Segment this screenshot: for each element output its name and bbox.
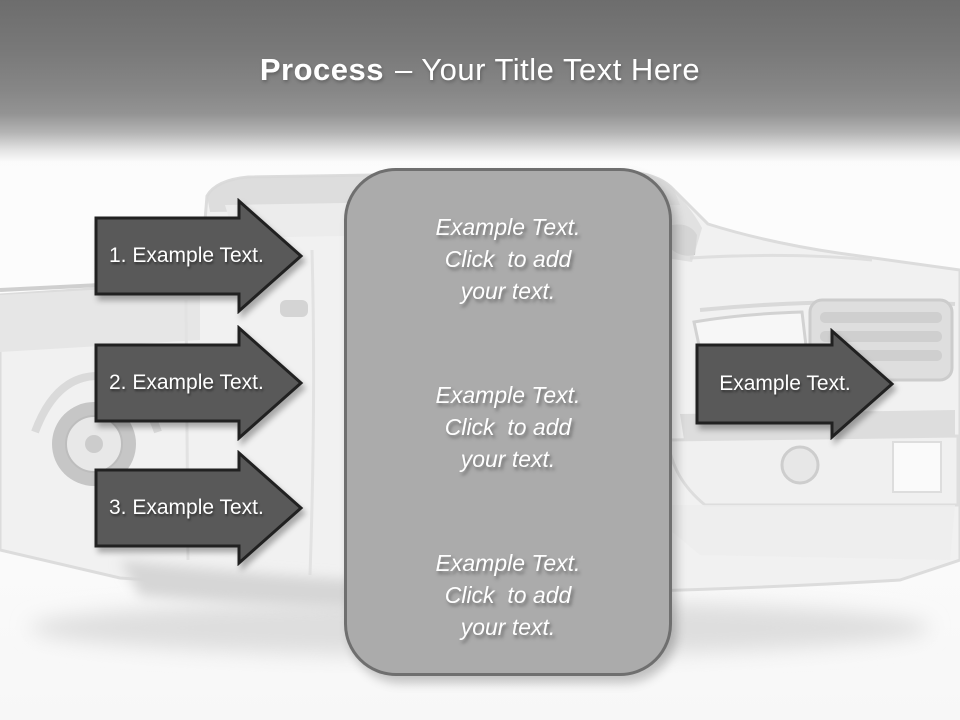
content-paragraph-3[interactable]: Example Text. Click to add your text. — [363, 547, 653, 643]
step-3-label: 3. Example Text. — [109, 496, 264, 519]
paragraph-line: Click to add — [444, 582, 572, 608]
content-paragraph-1[interactable]: Example Text. Click to add your text. — [363, 211, 653, 307]
paragraph-line: Click to add — [444, 414, 572, 440]
right-arrow-shape-icon — [94, 449, 304, 567]
step-2-label: 2. Example Text. — [109, 371, 264, 394]
step-1-label: 1. Example Text. — [109, 244, 264, 267]
paragraph-line: your text. — [460, 446, 556, 472]
process-output-arrow[interactable]: Example Text. — [695, 327, 895, 441]
paragraph-line: Example Text. — [435, 382, 581, 408]
page-title: Process – Your Title Text Here — [0, 52, 960, 88]
content-box[interactable]: Example Text. Click to add your text. Ex… — [344, 168, 672, 676]
right-arrow-shape-icon — [695, 327, 895, 441]
content-paragraph-2[interactable]: Example Text. Click to add your text. — [363, 379, 653, 475]
title-subtitle: – Your Title Text Here — [395, 52, 701, 87]
process-step-arrow-3[interactable]: 3. Example Text. — [94, 449, 304, 567]
output-arrow-label: Example Text. — [719, 372, 851, 395]
process-step-arrow-1[interactable]: 1. Example Text. — [94, 197, 304, 315]
paragraph-line: Example Text. — [435, 550, 581, 576]
right-arrow-shape-icon — [94, 197, 304, 315]
paragraph-line: Click to add — [444, 246, 572, 272]
paragraph-line: your text. — [460, 278, 556, 304]
right-arrow-shape-icon — [94, 324, 304, 442]
paragraph-line: Example Text. — [435, 214, 581, 240]
process-step-arrow-2[interactable]: 2. Example Text. — [94, 324, 304, 442]
title-keyword: Process — [259, 52, 385, 87]
paragraph-line: your text. — [460, 614, 556, 640]
header-gradient-band — [0, 0, 960, 172]
